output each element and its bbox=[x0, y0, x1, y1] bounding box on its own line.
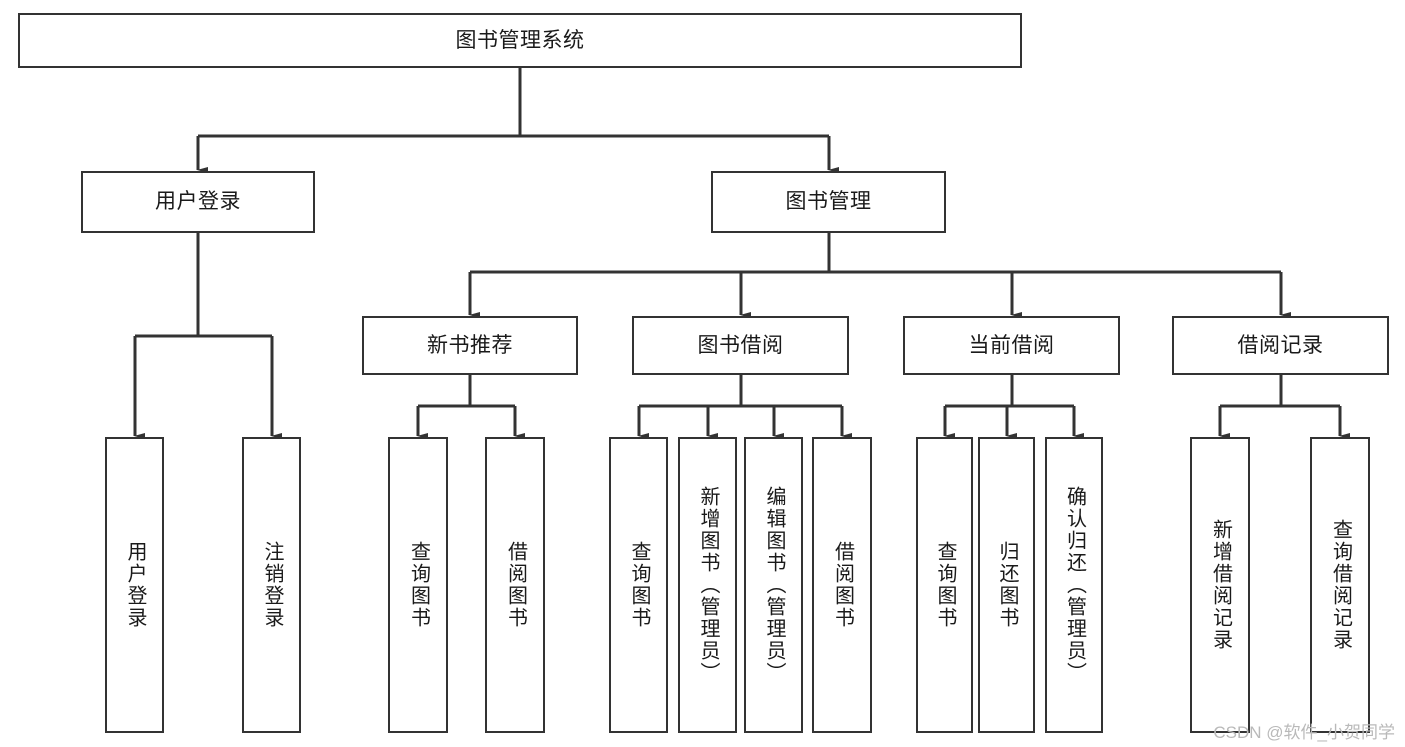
node-label-leaf-add-record: 新增借阅记录 bbox=[1209, 519, 1232, 651]
node-leaf-user-login[interactable]: 用户登录 bbox=[105, 437, 164, 733]
node-book-borrow[interactable]: 图书借阅 bbox=[632, 316, 849, 375]
node-new-book-rec[interactable]: 新书推荐 bbox=[362, 316, 578, 375]
node-leaf-edit-book[interactable]: 编辑图书（管理员） bbox=[744, 437, 803, 733]
node-label-leaf-borrow-book-1: 借阅图书 bbox=[504, 541, 527, 629]
node-label-leaf-query-book-3: 查询图书 bbox=[934, 541, 956, 629]
node-book-manage[interactable]: 图书管理 bbox=[711, 171, 946, 233]
node-label-book-manage: 图书管理 bbox=[785, 190, 872, 214]
node-leaf-borrow-book-1[interactable]: 借阅图书 bbox=[485, 437, 545, 733]
node-label-current-borrow: 当前借阅 bbox=[968, 333, 1055, 357]
node-label-user-login: 用户登录 bbox=[155, 190, 241, 214]
node-borrow-record[interactable]: 借阅记录 bbox=[1172, 316, 1389, 375]
node-current-borrow[interactable]: 当前借阅 bbox=[903, 316, 1120, 375]
node-label-new-book-rec: 新书推荐 bbox=[427, 333, 513, 357]
edge-group bbox=[133, 68, 1350, 439]
node-root[interactable]: 图书管理系统 bbox=[18, 13, 1022, 68]
node-leaf-logout[interactable]: 注销登录 bbox=[242, 437, 301, 733]
node-label-book-borrow: 图书借阅 bbox=[697, 333, 784, 357]
node-leaf-query-book-3[interactable]: 查询图书 bbox=[916, 437, 973, 733]
node-label-leaf-query-book-1: 查询图书 bbox=[407, 541, 430, 629]
node-user-login[interactable]: 用户登录 bbox=[81, 171, 315, 233]
node-label-leaf-query-record: 查询借阅记录 bbox=[1329, 519, 1352, 651]
node-leaf-confirm-return[interactable]: 确认归还（管理员） bbox=[1045, 437, 1103, 733]
node-label-leaf-confirm-return: 确认归还（管理员） bbox=[1063, 486, 1086, 684]
node-label-leaf-user-login: 用户登录 bbox=[124, 541, 146, 629]
node-label-leaf-return-book: 归还图书 bbox=[996, 541, 1018, 629]
node-label-leaf-add-book: 新增图书（管理员） bbox=[697, 486, 719, 684]
node-leaf-query-book-2[interactable]: 查询图书 bbox=[609, 437, 668, 733]
node-label-leaf-borrow-book-2: 借阅图书 bbox=[831, 541, 854, 629]
node-leaf-return-book[interactable]: 归还图书 bbox=[978, 437, 1035, 733]
node-leaf-query-record[interactable]: 查询借阅记录 bbox=[1310, 437, 1370, 733]
node-leaf-borrow-book-2[interactable]: 借阅图书 bbox=[812, 437, 872, 733]
node-label-leaf-edit-book: 编辑图书（管理员） bbox=[763, 486, 785, 684]
node-label-borrow-record: 借阅记录 bbox=[1237, 333, 1324, 357]
node-label-root: 图书管理系统 bbox=[455, 28, 585, 52]
node-leaf-add-book[interactable]: 新增图书（管理员） bbox=[678, 437, 737, 733]
node-leaf-add-record[interactable]: 新增借阅记录 bbox=[1190, 437, 1250, 733]
node-leaf-query-book-1[interactable]: 查询图书 bbox=[388, 437, 448, 733]
node-label-leaf-query-book-2: 查询图书 bbox=[628, 541, 650, 629]
node-label-leaf-logout: 注销登录 bbox=[261, 541, 283, 629]
